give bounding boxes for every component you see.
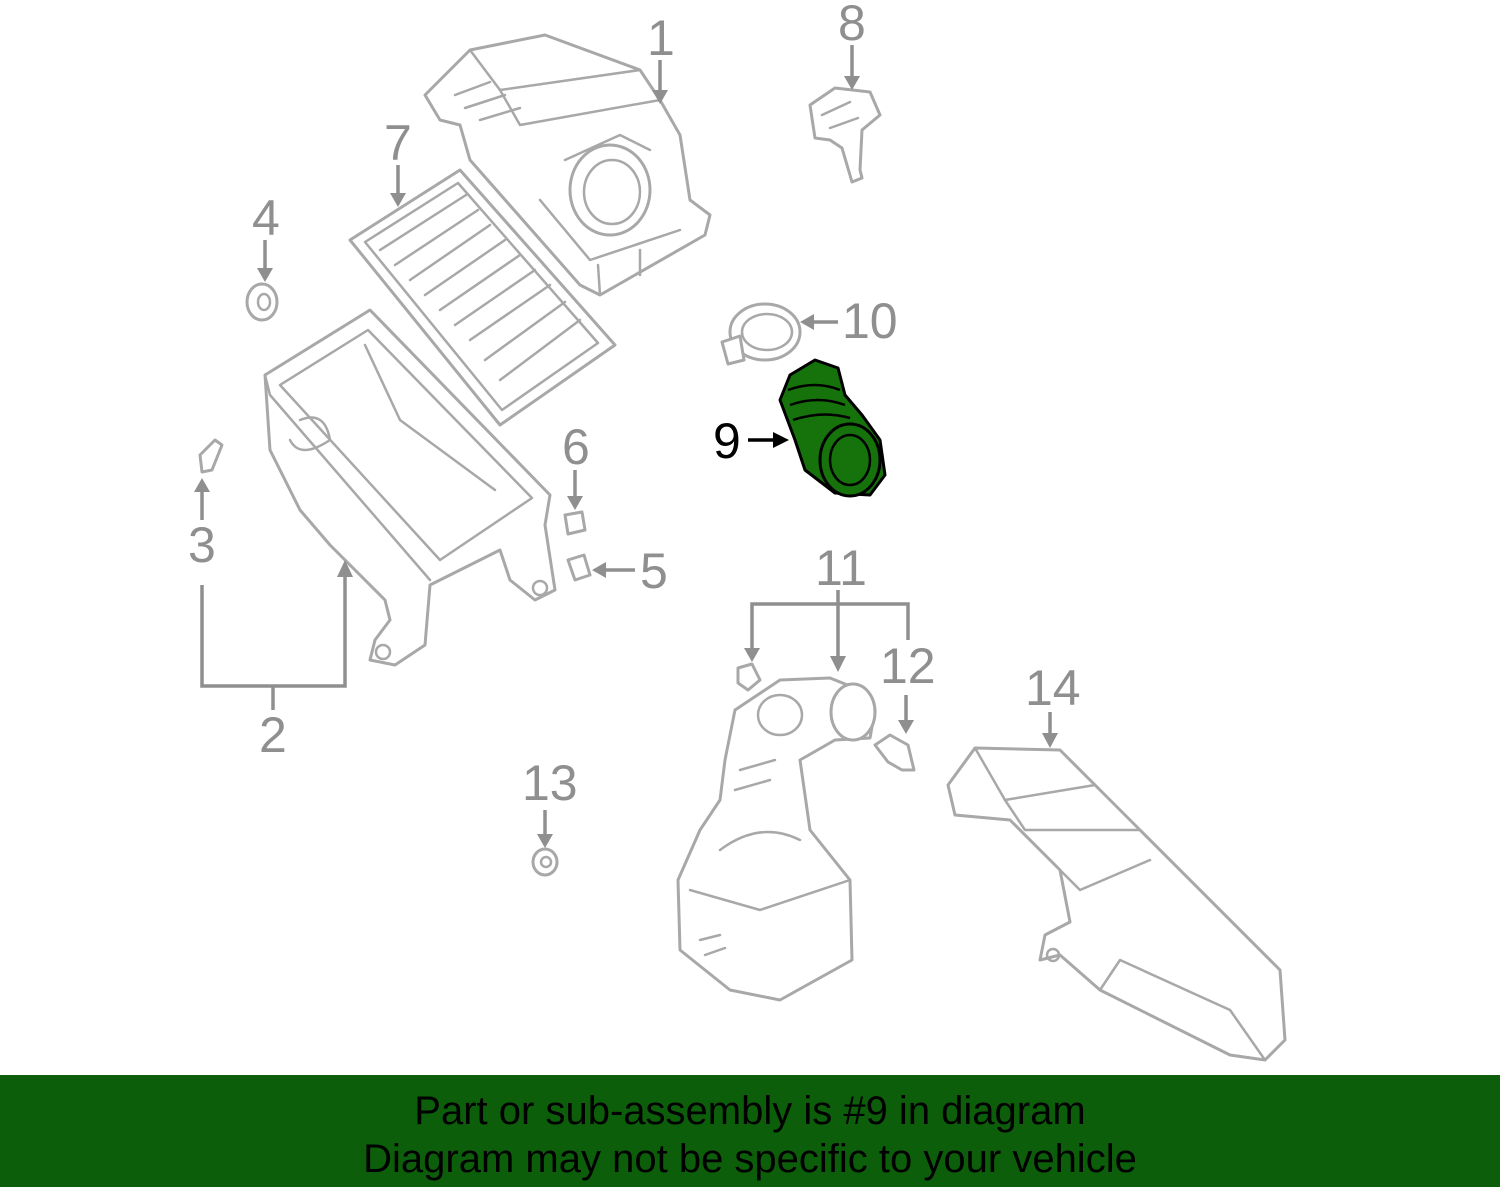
- callout-5: 5: [640, 543, 668, 599]
- callout-1: 1: [647, 10, 675, 66]
- callout-2: 2: [259, 707, 287, 763]
- callout-13: 13: [522, 755, 578, 811]
- callout-6: 6: [562, 419, 590, 475]
- callout-7: 7: [384, 115, 412, 171]
- part-8-sensor: [808, 86, 882, 184]
- callout-4: 4: [252, 190, 280, 246]
- leader-part-9: [748, 432, 789, 448]
- callout-8: 8: [838, 0, 866, 51]
- part-12-sensor: [873, 733, 916, 772]
- part-13-grommet: [531, 847, 559, 877]
- callout-12: 12: [880, 638, 936, 694]
- callout-numbers: 1 7 4 8 10 9 6 5 3 2 11 12 13 14: [188, 0, 1081, 811]
- callout-9: 9: [713, 413, 741, 469]
- part-14-intake-duct: [946, 746, 1287, 1062]
- part-1-upper-housing: [423, 33, 712, 297]
- parts-diagram: 1 7 4 8 10 9 6 5 3 2 11 12 13 14: [188, 0, 1287, 1062]
- callout-3: 3: [188, 517, 216, 573]
- banner-disclaimer: Diagram may not be specific to your vehi…: [363, 1137, 1137, 1181]
- banner-part-note: Part or sub-assembly is #9 in diagram: [414, 1089, 1086, 1133]
- part-11-resonator: [676, 676, 877, 1002]
- part-4-grommet: [245, 282, 279, 322]
- info-banner: Part or sub-assembly is #9 in diagram Di…: [0, 1075, 1500, 1187]
- part-7-filter: [348, 168, 617, 427]
- callout-11: 11: [815, 540, 867, 596]
- part-2-lower-housing: [263, 308, 557, 667]
- part-10-clamp: [720, 302, 802, 366]
- part-9-intake-hose: [778, 358, 887, 498]
- part-5-grommet: [566, 553, 592, 582]
- part-11-fastener: [736, 662, 762, 692]
- callout-10: 10: [842, 293, 898, 349]
- part-6-cushion: [563, 510, 587, 536]
- leader-lines: [194, 45, 1058, 848]
- part-3-clip: [198, 438, 224, 474]
- callout-14: 14: [1025, 660, 1081, 716]
